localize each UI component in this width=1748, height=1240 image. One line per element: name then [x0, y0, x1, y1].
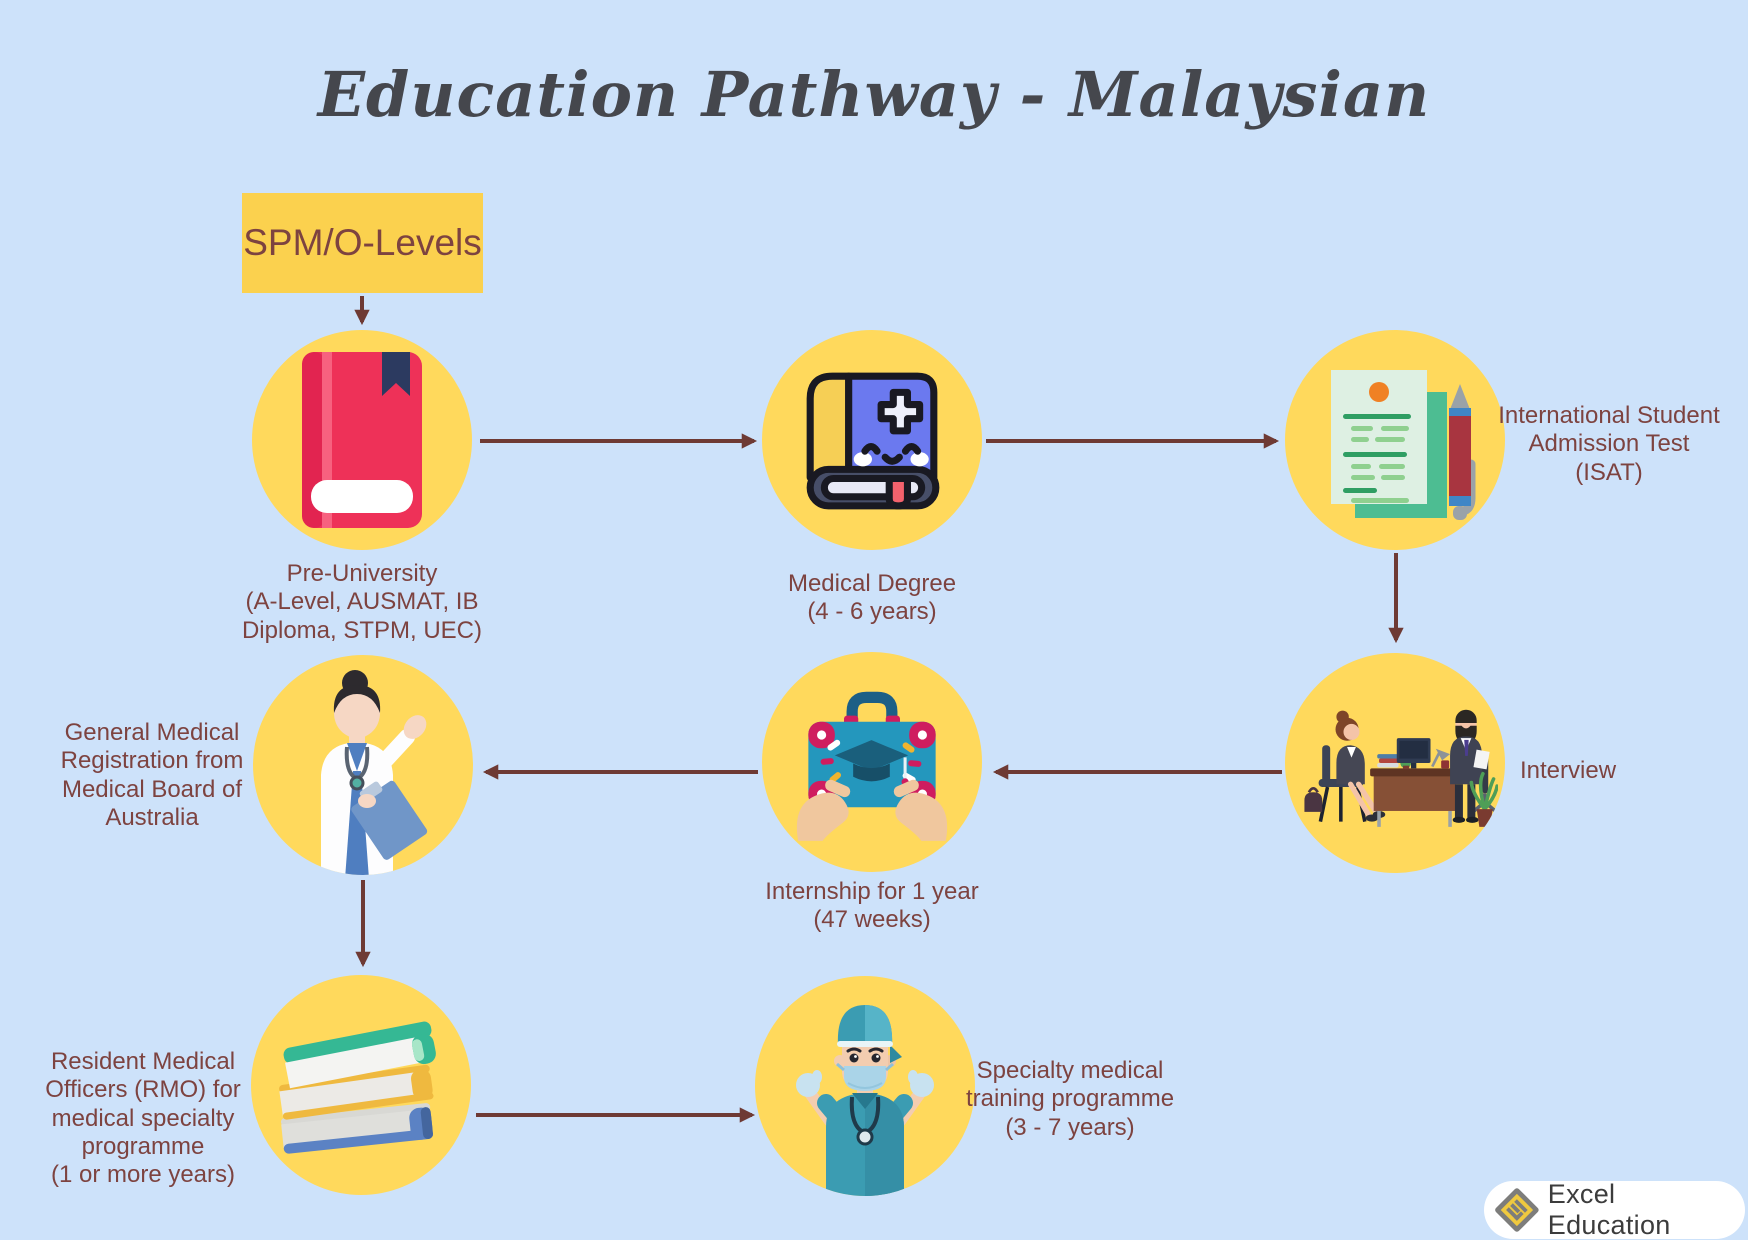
label-specialty-training: Specialty medical training programme (3 …: [965, 1057, 1175, 1141]
excel-education-logo: Excel Education: [1484, 1179, 1745, 1240]
node-medical-degree: [762, 330, 982, 550]
label-medical-registration: General Medical Registration from Medica…: [60, 719, 244, 831]
label-medical-degree: Medical Degree (4 - 6 years): [787, 570, 957, 626]
female-doctor-icon: [321, 670, 428, 875]
node-internship: [762, 652, 982, 872]
label-isat: International Student Admission Test (IS…: [1498, 402, 1720, 486]
excel-education-diamond-icon: [1495, 1188, 1539, 1232]
node-medical-registration: [253, 655, 473, 875]
node-specialty-training: [755, 976, 975, 1196]
page-title: Education Pathway - Malaysian: [317, 58, 1431, 131]
exam-paper-pencil-icon: [1330, 369, 1475, 520]
interview-desk-icon: [1304, 709, 1498, 827]
excel-education-logo-text: Excel Education: [1547, 1179, 1671, 1240]
start-box-label: SPM/O-Levels: [243, 222, 482, 263]
briefcase-graduation-icon: [796, 691, 948, 841]
node-pre-university: [252, 330, 472, 550]
label-internship: Internship for 1 year (47 weeks): [765, 878, 979, 934]
node-interview: [1285, 653, 1505, 873]
label-interview: Interview: [1520, 757, 1617, 784]
label-pre-university: Pre-University (A-Level, AUSMAT, IB Dipl…: [241, 560, 483, 644]
book-stack-icon: [279, 1021, 436, 1154]
node-isat: [1285, 330, 1505, 550]
medical-book-icon: [806, 372, 940, 510]
surgeon-icon: [796, 1004, 934, 1196]
node-rmo: [251, 975, 471, 1195]
start-box-spm: SPM/O-Levels: [242, 193, 483, 293]
red-book-icon: [302, 352, 422, 528]
label-rmo: Resident Medical Officers (RMO) for medi…: [45, 1048, 241, 1189]
